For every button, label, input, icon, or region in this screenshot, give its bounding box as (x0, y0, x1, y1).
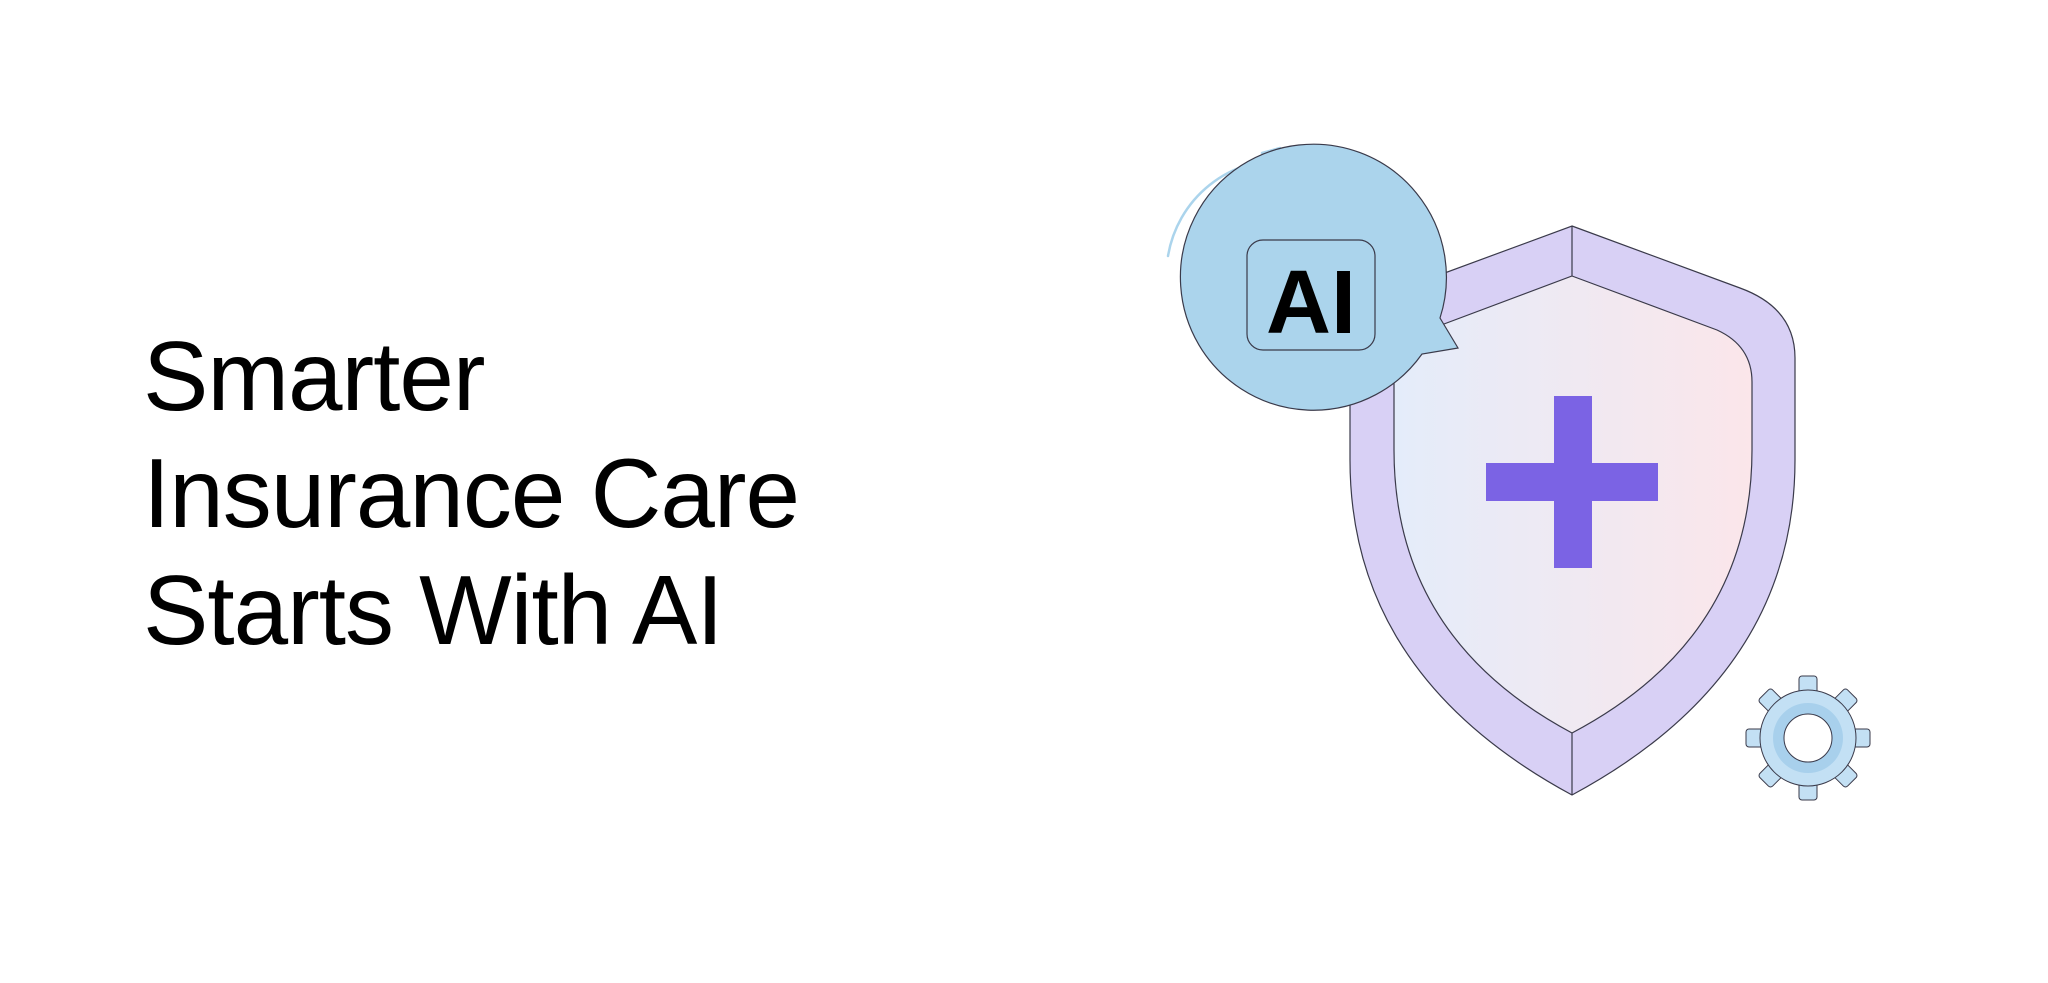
headline-line-2: Insurance Care (143, 438, 800, 548)
headline: Smarter Insurance Care Starts With AI (143, 318, 800, 669)
insurance-illustration: AI (1150, 130, 1910, 830)
gear-icon (1745, 675, 1871, 801)
ai-badge-label: AI (1266, 253, 1356, 353)
headline-line-1: Smarter (143, 321, 486, 431)
speech-bubble-icon: AI (1166, 143, 1459, 411)
medical-cross-icon (1486, 396, 1658, 568)
headline-line-3: Starts With AI (143, 555, 724, 665)
